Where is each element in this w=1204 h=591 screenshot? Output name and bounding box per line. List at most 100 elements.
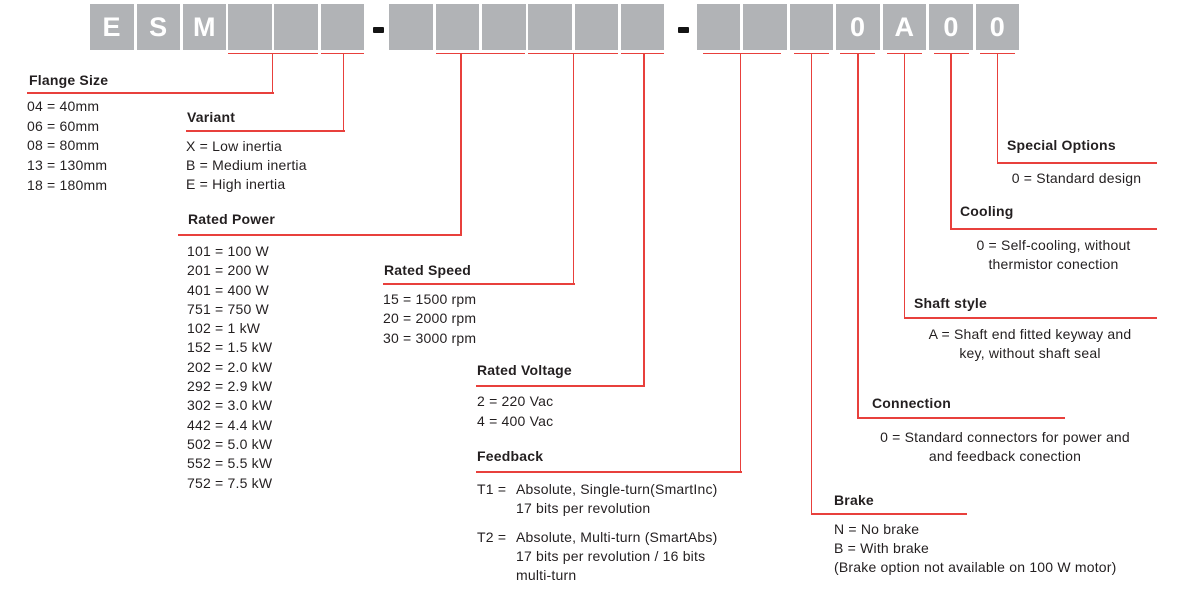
connector-line (739, 52, 742, 473)
value-line: 04 = 40mm (27, 98, 100, 114)
value-line: X = Low inertia (186, 138, 282, 154)
connector-line (342, 52, 345, 132)
value-line: 20 = 2000 rpm (383, 310, 477, 327)
value-line: Absolute, Single-turn(SmartInc) (516, 481, 718, 497)
rated-voltage-title: Rated Voltage (477, 362, 572, 378)
connector-line (572, 52, 575, 285)
code-box-blank (743, 4, 787, 50)
connection-values: 0 = Standard connectors for power and an… (857, 428, 1153, 465)
value-line: 502 = 5.0 kW (187, 435, 273, 452)
value-line: 552 = 5.5 kW (187, 455, 273, 472)
value-line: E = High inertia (186, 176, 286, 192)
connector-line (857, 52, 859, 419)
cooling-title: Cooling (960, 203, 1014, 219)
code-box-fixed: S (136, 4, 181, 50)
value-line: 17 bits per revolution (516, 499, 651, 516)
feedback-option-t1: T1 = Absolute, Single-turn(SmartInc) 17 b… (477, 480, 718, 518)
code-box-fixed: 0 (975, 4, 1020, 50)
connector-line (810, 52, 813, 515)
value-line: and feedback conection (928, 447, 1082, 464)
connector-line (950, 52, 952, 230)
feedback-code: T2 = (477, 529, 507, 545)
value-line: 101 = 100 W (187, 243, 269, 259)
code-box-blank (528, 4, 572, 50)
connector-line (27, 92, 274, 94)
feedback-title: Feedback (477, 448, 544, 464)
flange-size-title: Flange Size (29, 72, 109, 88)
code-dash (372, 27, 384, 33)
connector-line (178, 234, 462, 236)
value-line: 102 = 1 kW (187, 320, 261, 337)
connector-line (186, 130, 345, 132)
connector-line (383, 283, 575, 285)
code-box-blank (228, 4, 272, 50)
value-line: 0 = Self-cooling, without (976, 237, 1131, 253)
value-line: 08 = 80mm (27, 137, 100, 154)
connector-line (996, 52, 999, 164)
flange-size-values: 04 = 40mm 06 = 60mm 08 = 80mm 13 = 130mm 18 … (27, 97, 107, 196)
value-line: 201 = 200 W (187, 262, 269, 279)
value-line: 751 = 750 W (187, 300, 269, 317)
connector-line (810, 513, 967, 515)
connector-line (435, 52, 526, 55)
value-line: 442 = 4.4 kW (187, 416, 273, 433)
feedback-code: T1 = (477, 481, 507, 497)
connector-line (903, 317, 1157, 319)
connector-line (271, 52, 274, 94)
connector-line (320, 52, 365, 55)
value-line: 2 = 220 Vac (477, 393, 554, 409)
value-line: 752 = 7.5 kW (187, 474, 273, 491)
code-box-fixed: M (182, 4, 227, 50)
shaft-style-title: Shaft style (914, 295, 987, 311)
value-line: 0 = Standard design (1011, 170, 1142, 186)
value-line: 0 = Standard connectors for power and (880, 429, 1130, 445)
code-box-fixed: 0 (929, 4, 973, 50)
code-box-fixed: 0 (836, 4, 880, 50)
connector-line (950, 228, 1157, 230)
value-line: thermistor conection (988, 256, 1119, 272)
value-line: 292 = 2.9 kW (187, 378, 273, 395)
value-line: B = Medium inertia (186, 157, 307, 173)
variant-values: X = Low inertia B = Medium inertia E = Hig… (186, 137, 307, 194)
value-line: 18 = 180mm (27, 176, 108, 193)
value-line: 06 = 60mm (27, 117, 100, 134)
rated-speed-title: Rated Speed (384, 262, 471, 278)
shaft-style-values: A = Shaft end fitted keyway and key, wit… (903, 325, 1157, 363)
value-line: 302 = 3.0 kW (187, 397, 273, 414)
special-options-values: 0 = Standard design (996, 169, 1157, 188)
code-box-blank (620, 4, 665, 50)
code-box-blank (274, 4, 318, 50)
variant-title: Variant (187, 109, 236, 125)
code-box-blank (320, 4, 365, 50)
connector-line (642, 52, 645, 387)
value-line: 13 = 130mm (27, 157, 108, 174)
rated-power-title: Rated Power (188, 211, 275, 227)
value-line: N = No brake (834, 521, 920, 537)
value-line: Absolute, Multi-turn (SmartAbs) (516, 529, 718, 545)
connector-line (460, 52, 462, 236)
connector-line (857, 417, 1065, 419)
connector-line (476, 385, 645, 387)
value-line: 152 = 1.5 kW (187, 339, 273, 356)
code-dash (677, 27, 689, 33)
code-box-fixed: E (90, 4, 134, 50)
code-box-blank (696, 4, 741, 50)
connector-line (620, 52, 665, 55)
value-line: A = Shaft end fitted keyway and (928, 326, 1132, 342)
cooling-values: 0 = Self-cooling, without thermistor con… (950, 236, 1157, 274)
connector-line (703, 52, 781, 55)
code-box-blank (482, 4, 526, 50)
value-line: key, without shaft seal (959, 345, 1101, 361)
value-line: B = With brake (834, 540, 930, 556)
connector-line (903, 52, 906, 319)
code-box-blank (389, 4, 433, 50)
value-line: 15 = 1500 rpm (383, 291, 477, 307)
code-box-blank (574, 4, 619, 50)
value-line: 30 = 3000 rpm (383, 329, 477, 346)
connector-line (476, 471, 742, 473)
value-line: 17 bits per revolution / 16 bits (516, 547, 706, 564)
